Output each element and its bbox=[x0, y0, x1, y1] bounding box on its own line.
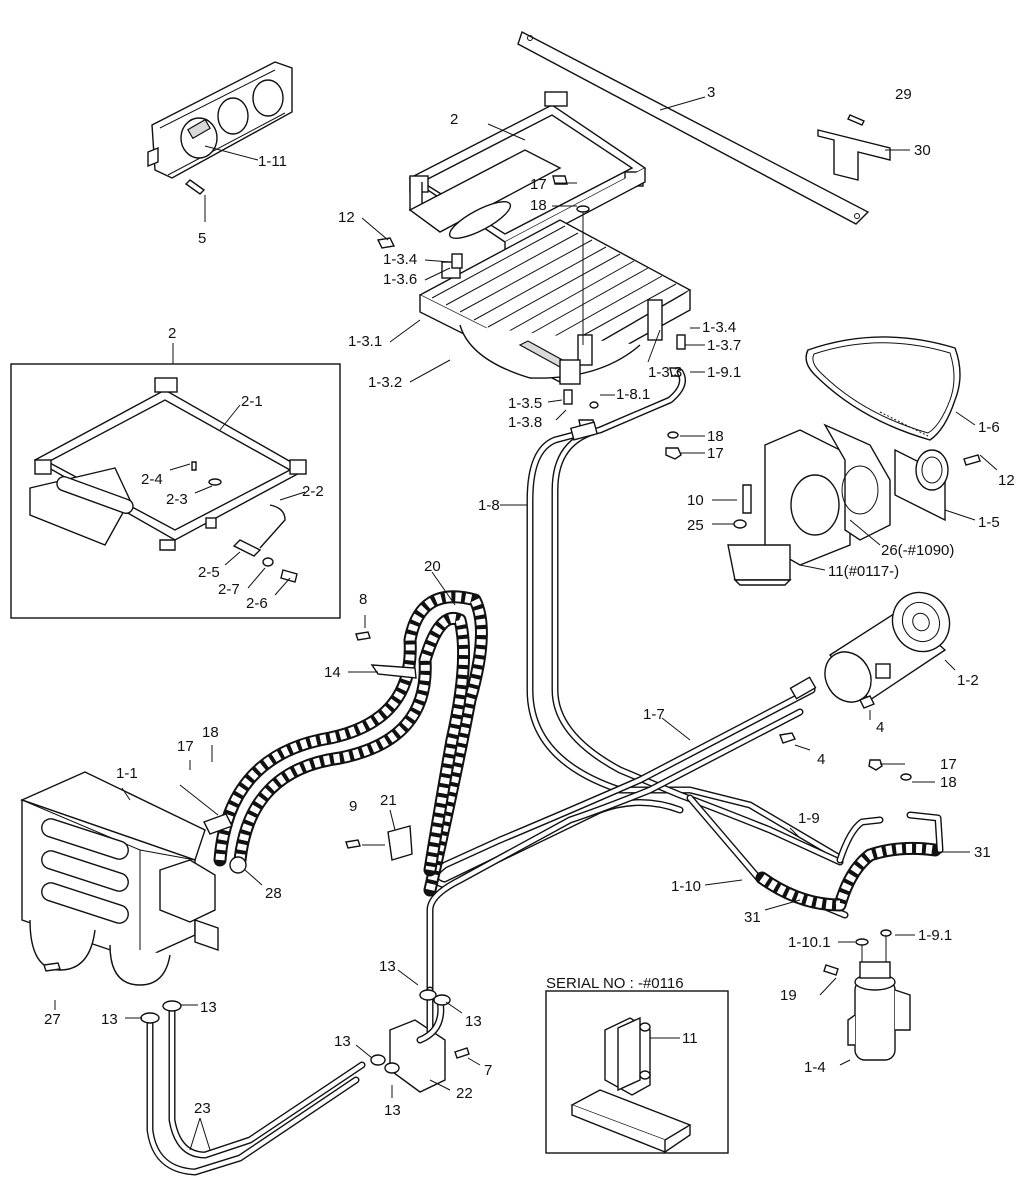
callout-13-f: 13 bbox=[384, 1102, 401, 1119]
callout-2-2: 2-2 bbox=[302, 483, 324, 500]
callout-25: 25 bbox=[687, 517, 704, 534]
callout-13-a: 13 bbox=[101, 1011, 118, 1028]
callout-1-3-4-left: 1-3.4 bbox=[383, 251, 417, 268]
callout-26: 26(-#1090) bbox=[881, 542, 954, 559]
callout-27: 27 bbox=[44, 1011, 61, 1028]
callout-2-6: 2-6 bbox=[246, 595, 268, 612]
compressor-bracket-part bbox=[727, 423, 891, 586]
callout-13-b: 13 bbox=[200, 999, 217, 1016]
callout-1-8: 1-8 bbox=[478, 497, 500, 514]
callout-30: 30 bbox=[914, 142, 931, 159]
frame-detail-inset bbox=[10, 363, 341, 619]
callout-12-left: 12 bbox=[338, 209, 355, 226]
callout-11-bracket: 11(#0117-) bbox=[828, 563, 899, 580]
callout-1-3-1: 1-3.1 bbox=[348, 333, 382, 350]
receiver-drier-part bbox=[823, 929, 911, 1061]
heater-hose-20 bbox=[213, 590, 488, 897]
callout-23: 23 bbox=[194, 1100, 211, 1117]
callout-labels: 1-11 5 2 3 29 30 17 18 12 1-3.4 1-3.6 1-… bbox=[44, 84, 1015, 1119]
callout-7: 7 bbox=[484, 1062, 492, 1079]
callout-14: 14 bbox=[324, 664, 341, 681]
callout-2-7: 2-7 bbox=[218, 581, 240, 598]
callout-28: 28 bbox=[265, 885, 282, 902]
callout-10: 10 bbox=[687, 492, 704, 509]
callout-21: 21 bbox=[380, 792, 397, 809]
pulley-bracket-part bbox=[894, 448, 981, 522]
control-panel-part bbox=[147, 61, 293, 195]
callout-29: 29 bbox=[895, 86, 912, 103]
callout-13-c: 13 bbox=[379, 958, 396, 975]
callout-9: 9 bbox=[349, 798, 357, 815]
callout-1-1: 1-1 bbox=[116, 765, 138, 782]
callout-2-inset: 2 bbox=[168, 325, 176, 342]
callout-1-3-3: 1-3.3 bbox=[648, 364, 682, 381]
leader-lines bbox=[54, 96, 998, 1151]
bracket-30-part bbox=[817, 114, 891, 181]
callout-1-6: 1-6 bbox=[978, 419, 1000, 436]
callout-17-mid: 17 bbox=[707, 445, 724, 462]
heater-tube-23 bbox=[140, 1000, 366, 1176]
callout-1-2: 1-2 bbox=[957, 672, 979, 689]
callout-4-upper: 4 bbox=[876, 719, 884, 736]
strap-part bbox=[517, 31, 870, 225]
callout-18-heater: 18 bbox=[202, 724, 219, 741]
callout-1-10-1: 1-10.1 bbox=[788, 934, 831, 951]
callout-1-9-1-top: 1-9.1 bbox=[707, 364, 741, 381]
callout-5: 5 bbox=[198, 230, 206, 247]
callout-2: 2 bbox=[450, 111, 458, 128]
callout-1-3-6: 1-3.6 bbox=[383, 271, 417, 288]
heater-unit-part bbox=[20, 771, 247, 986]
callout-11-inset: 11 bbox=[682, 1030, 698, 1047]
callout-1-3-4-right: 1-3.4 bbox=[702, 319, 736, 336]
callout-1-7: 1-7 bbox=[643, 706, 665, 723]
callout-1-11: 1-11 bbox=[258, 153, 287, 170]
callout-4-lower: 4 bbox=[817, 751, 825, 768]
callout-12-right: 12 bbox=[998, 472, 1015, 489]
callout-20: 20 bbox=[424, 558, 441, 575]
callout-1-10: 1-10 bbox=[671, 878, 701, 895]
callout-17-right: 17 bbox=[940, 756, 957, 773]
callout-1-4: 1-4 bbox=[804, 1059, 826, 1076]
callout-18-mid: 18 bbox=[707, 428, 724, 445]
callout-17-top: 17 bbox=[530, 176, 547, 193]
callout-2-1: 2-1 bbox=[241, 393, 263, 410]
callout-1-9: 1-9 bbox=[798, 810, 820, 827]
callout-13-d: 13 bbox=[465, 1013, 482, 1030]
callout-22: 22 bbox=[456, 1085, 473, 1102]
callout-2-4: 2-4 bbox=[141, 471, 163, 488]
callout-31-right: 31 bbox=[974, 844, 991, 861]
callout-31-left: 31 bbox=[744, 909, 761, 926]
callout-1-3-2: 1-3.2 bbox=[368, 374, 402, 391]
clip-21-part bbox=[345, 825, 413, 861]
callout-3: 3 bbox=[707, 84, 715, 101]
callout-1-9-1-bottom: 1-9.1 bbox=[918, 927, 952, 944]
callout-19: 19 bbox=[780, 987, 797, 1004]
serial-inset-title: SERIAL NO : -#0116 bbox=[546, 975, 684, 992]
callout-13-e: 13 bbox=[334, 1033, 351, 1050]
callout-1-5: 1-5 bbox=[978, 514, 1000, 531]
callout-18-top: 18 bbox=[530, 197, 547, 214]
callout-2-3: 2-3 bbox=[166, 491, 188, 508]
callout-8: 8 bbox=[359, 591, 367, 608]
callout-1-3-5: 1-3.5 bbox=[508, 395, 542, 412]
callout-2-5: 2-5 bbox=[198, 564, 220, 581]
condenser-hardware bbox=[376, 175, 912, 781]
serial-inset: SERIAL NO : -#0116 bbox=[545, 975, 729, 1154]
callout-17-heater: 17 bbox=[177, 738, 194, 755]
compressor-part bbox=[779, 591, 951, 744]
callout-1-3-7: 1-3.7 bbox=[707, 337, 741, 354]
callout-18-right: 18 bbox=[940, 774, 957, 791]
water-valve-part bbox=[370, 986, 470, 1093]
refrigerant-lines bbox=[426, 368, 944, 994]
condenser-core-part bbox=[408, 149, 692, 385]
callout-1-8-1: 1-8.1 bbox=[616, 386, 650, 403]
belt-part bbox=[805, 336, 961, 441]
callout-1-3-8: 1-3.8 bbox=[508, 414, 542, 431]
